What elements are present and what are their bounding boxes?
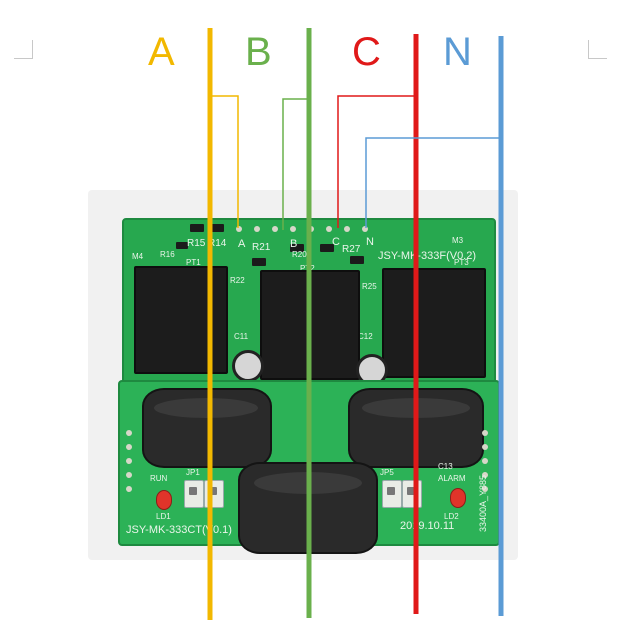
silk-m4: M4 — [132, 252, 144, 261]
corner-mark-top-right — [588, 40, 607, 59]
silk-c11: C11 — [234, 332, 249, 341]
side-pin — [482, 430, 488, 436]
silk-r21: R21 — [252, 242, 271, 253]
pin-pad — [290, 226, 296, 232]
jumper-jp5-pin — [382, 480, 402, 508]
led-alarm — [450, 488, 466, 508]
phase-label-a: A — [148, 30, 175, 74]
silk-pin-a: A — [238, 238, 246, 250]
lead-n — [365, 137, 501, 228]
silk-jp1: JP1 — [186, 468, 200, 477]
lead-c — [337, 95, 416, 228]
smd-resistor — [320, 244, 334, 252]
silk-r25: R25 — [362, 282, 377, 291]
current-transformer-right — [348, 388, 484, 468]
corner-mark-top-left — [14, 40, 33, 59]
silk-pin-n: N — [366, 236, 374, 248]
phase-label-c: C — [352, 30, 381, 74]
silk-c12: C12 — [358, 332, 373, 341]
smd-resistor — [290, 244, 304, 252]
pin-pad — [326, 226, 332, 232]
side-pin — [482, 458, 488, 464]
silk-jp5: JP5 — [380, 468, 394, 477]
silk-r27: R27 — [342, 244, 361, 255]
smd-resistor — [176, 242, 188, 249]
silk-r15: R15 — [187, 238, 206, 249]
side-pin — [126, 458, 132, 464]
silk-r16: R16 — [160, 250, 175, 259]
silk-r14: R14 — [208, 238, 227, 249]
toroid-rim — [154, 398, 258, 418]
lead-a — [210, 95, 239, 228]
jumper-jp1-pin — [184, 480, 204, 508]
lead-b — [282, 98, 309, 230]
silk-r20: R20 — [292, 250, 307, 259]
pin-pad — [236, 226, 242, 232]
silk-c13: C13 — [438, 462, 453, 471]
silk-run: RUN — [150, 474, 168, 483]
smd-resistor — [350, 256, 364, 264]
pin-pad — [344, 226, 350, 232]
phase-label-n: N — [443, 30, 472, 74]
phase-label-b: B — [245, 30, 272, 74]
silk-pin-b: B — [290, 238, 298, 250]
pin-pad — [272, 226, 278, 232]
transformer-pt3 — [382, 268, 486, 378]
silk-alarm: ALARM — [438, 474, 466, 483]
silk-pin-c: C — [332, 236, 340, 248]
side-pin — [126, 430, 132, 436]
smd-resistor — [190, 224, 204, 232]
pin-pad — [254, 226, 260, 232]
silk-pt3: PT3 — [454, 258, 469, 267]
current-transformer-left — [142, 388, 272, 468]
silk-ld1: LD1 — [156, 512, 171, 521]
side-pin — [482, 472, 488, 478]
side-pin — [482, 444, 488, 450]
led-run — [156, 490, 172, 510]
silk-pt1: PT1 — [186, 258, 201, 267]
silk-r22: R22 — [230, 276, 245, 285]
silk-model-top: JSY-MK-333F(V0.2) — [378, 250, 477, 262]
side-pin — [482, 486, 488, 492]
side-pin — [126, 444, 132, 450]
side-pin — [126, 472, 132, 478]
smd-resistor — [252, 258, 266, 266]
silk-ld2: LD2 — [444, 512, 459, 521]
smd-resistor — [210, 224, 224, 232]
silk-model-bottom: JSY-MK-333CT(V0.1) — [126, 524, 232, 536]
side-pin — [126, 486, 132, 492]
pin-pad — [362, 226, 368, 232]
silk-m3: M3 — [452, 236, 464, 245]
